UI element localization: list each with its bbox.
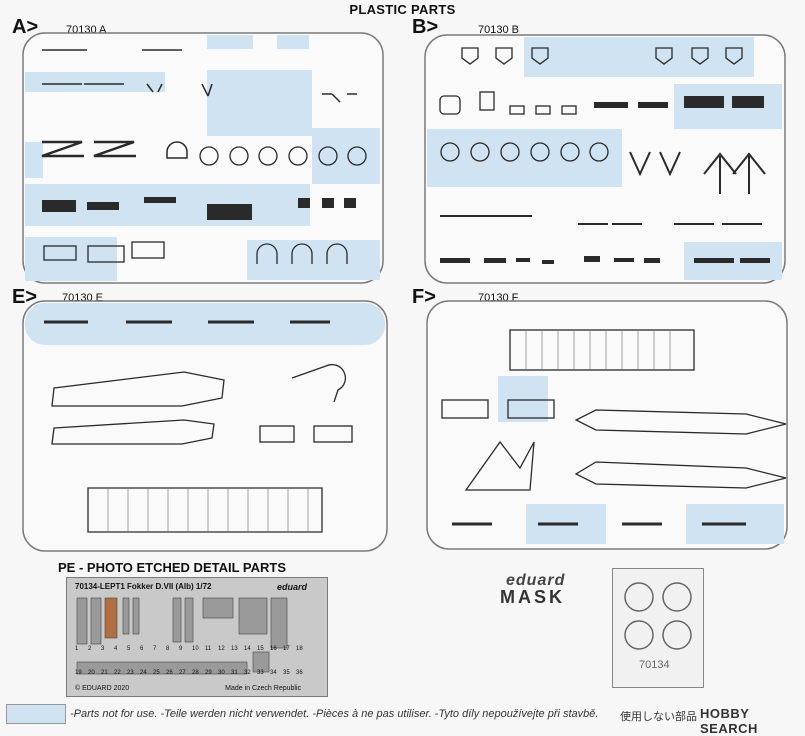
pe-part-number: 21 xyxy=(101,670,108,676)
pe-part-number: 9 xyxy=(179,646,183,652)
pe-part-number: 16 xyxy=(270,646,277,652)
pe-part-number: 15 xyxy=(257,646,264,652)
pe-part-number: 33 xyxy=(257,670,264,676)
pe-part-number: 19 xyxy=(75,670,82,676)
sprue-a-frame xyxy=(22,32,384,284)
sprue-e-frame xyxy=(22,300,388,552)
pe-part-number: 36 xyxy=(296,670,303,676)
pe-fret-made-in: Made in Czech Republic xyxy=(225,685,301,692)
pe-part-number: 29 xyxy=(205,670,212,676)
page-title: PLASTIC PARTS xyxy=(349,2,456,17)
pe-part-number: 31 xyxy=(231,670,238,676)
sprue-b-letter: B> xyxy=(412,16,439,38)
pe-part-number: 18 xyxy=(296,646,303,652)
pe-fret: 70134-LEPT1 Fokker D.VII (Alb) 1/72 edua… xyxy=(66,577,328,697)
sprue-a-letter: A> xyxy=(12,16,39,38)
mask-code: 70134 xyxy=(639,659,670,671)
pe-part-number: 12 xyxy=(218,646,225,652)
pe-part-number: 8 xyxy=(166,646,170,652)
pe-part-number: 34 xyxy=(270,670,277,676)
pe-part-number: 28 xyxy=(192,670,199,676)
sprue-e-letter: E> xyxy=(12,286,38,308)
pe-part-number: 17 xyxy=(283,646,290,652)
pe-part-number: 14 xyxy=(244,646,251,652)
mask-sheet: 70134 xyxy=(612,568,704,688)
sprue-b-frame xyxy=(424,34,786,284)
pe-part-number: 11 xyxy=(205,646,212,652)
legend-swatch xyxy=(6,704,66,724)
pe-part-number: 24 xyxy=(140,670,147,676)
pe-part-number: 22 xyxy=(114,670,121,676)
pe-part-number: 35 xyxy=(283,670,290,676)
sprue-b-code: 70130 B xyxy=(478,24,519,36)
pe-part-number: 7 xyxy=(153,646,157,652)
watermark: HOBBY SEARCH xyxy=(700,706,758,736)
pe-part-number: 23 xyxy=(127,670,134,676)
pe-fret-header: 70134-LEPT1 Fokker D.VII (Alb) 1/72 xyxy=(75,582,212,591)
pe-part-number: 27 xyxy=(179,670,186,676)
pe-fret-parts xyxy=(76,597,288,675)
mask-label: MASK xyxy=(500,587,565,607)
sprue-f-letter: F> xyxy=(412,286,436,308)
legend-text: -Parts not for use. -Teile werden nicht … xyxy=(70,708,599,720)
pe-section-title: PE - PHOTO ETCHED DETAIL PARTS xyxy=(58,560,287,575)
pe-part-number: 26 xyxy=(166,670,173,676)
pe-part-number: 1 xyxy=(75,646,79,652)
pe-part-number: 25 xyxy=(153,670,160,676)
mask-circles xyxy=(624,582,692,650)
mask-brand: eduard xyxy=(506,572,566,589)
pe-part-number: 13 xyxy=(231,646,238,652)
pe-part-number: 6 xyxy=(140,646,144,652)
pe-part-number: 2 xyxy=(88,646,92,652)
pe-fret-copyright: © EDUARD 2020 xyxy=(75,685,130,692)
legend-text-jp: 使用しない部品 xyxy=(620,711,697,723)
pe-part-number: 20 xyxy=(88,670,95,676)
sprue-f-frame xyxy=(426,300,788,550)
pe-part-number: 10 xyxy=(192,646,199,652)
pe-fret-brand: eduard xyxy=(277,582,308,592)
pe-part-number: 4 xyxy=(114,646,118,652)
pe-part-number: 3 xyxy=(101,646,105,652)
pe-part-number: 5 xyxy=(127,646,131,652)
pe-part-number: 32 xyxy=(244,670,251,676)
pe-part-number: 30 xyxy=(218,670,225,676)
